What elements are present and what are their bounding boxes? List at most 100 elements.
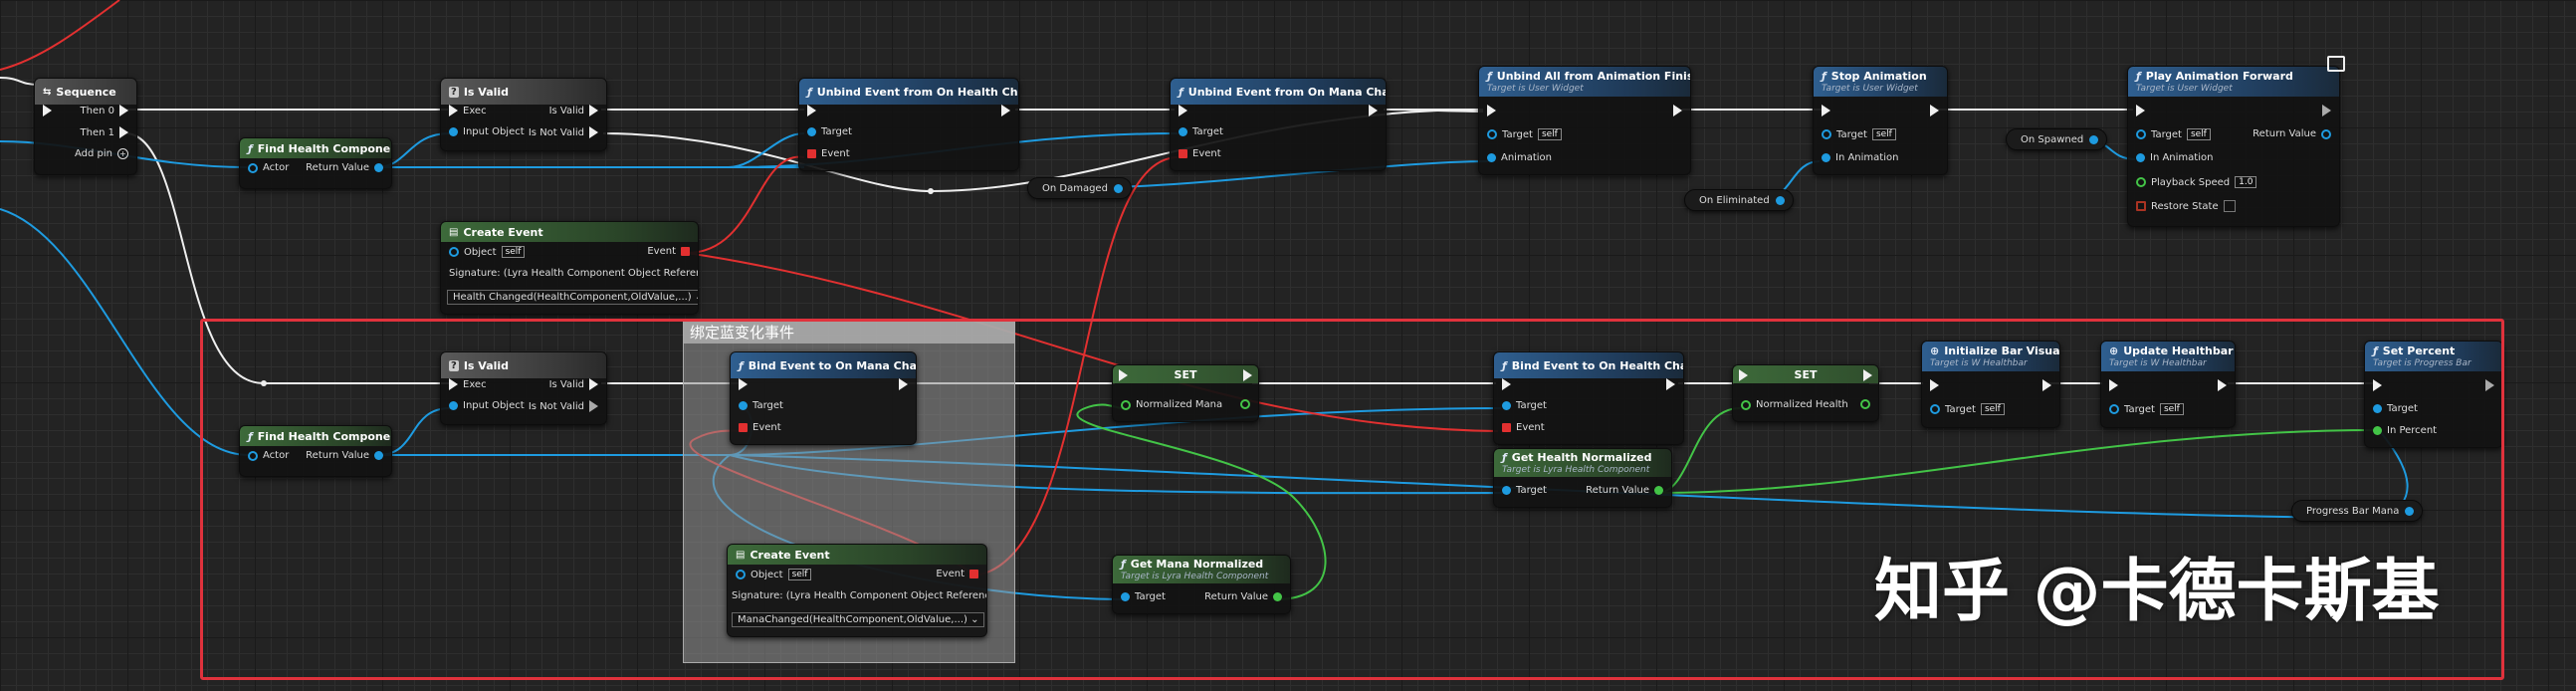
exec-in-pin[interactable] xyxy=(449,378,458,390)
exec-out-pin[interactable] xyxy=(1369,105,1378,116)
in-percent-pin[interactable] xyxy=(2373,426,2382,435)
exec-in-pin[interactable] xyxy=(1119,369,1128,381)
input-object-pin[interactable] xyxy=(449,127,458,136)
return-value-pin[interactable] xyxy=(2321,128,2331,139)
on-eliminated-getter[interactable]: On Eliminated xyxy=(1684,189,1794,211)
exec-out-pin[interactable] xyxy=(899,378,908,390)
exec-in-pin[interactable] xyxy=(43,105,52,116)
exec-in-pin[interactable] xyxy=(807,105,816,116)
is-valid-node[interactable]: ?Is Valid Exec Is Valid Input Object Is … xyxy=(440,351,607,425)
normalized-health-in-pin[interactable] xyxy=(1741,399,1751,410)
function-select[interactable]: Health Changed(HealthComponent,OldValue,… xyxy=(447,290,698,305)
add-pin-button[interactable]: Add pin xyxy=(74,148,112,159)
event-pin[interactable] xyxy=(681,247,690,256)
exec-in-pin[interactable] xyxy=(2373,379,2382,391)
value-pin[interactable] xyxy=(2405,506,2415,516)
playback-speed-field[interactable]: 1.0 xyxy=(2235,176,2257,188)
actor-pin[interactable] xyxy=(248,450,258,461)
normalized-health-out-pin[interactable] xyxy=(1860,399,1870,409)
exec-out-pin[interactable] xyxy=(2322,105,2331,116)
normalized-mana-in-pin[interactable] xyxy=(1121,399,1131,410)
target-pin[interactable] xyxy=(739,401,748,410)
comment-bubble-icon[interactable] xyxy=(2327,56,2345,72)
target-self-field[interactable]: self xyxy=(1871,128,1896,140)
exec-out-pin[interactable] xyxy=(1930,105,1939,116)
return-value-pin[interactable] xyxy=(374,163,383,172)
target-pin[interactable] xyxy=(1502,486,1511,495)
then0-pin[interactable] xyxy=(119,105,128,116)
actor-pin[interactable] xyxy=(248,162,258,173)
target-pin[interactable] xyxy=(807,127,816,136)
is-valid-node[interactable]: ?Is Valid Exec Is Valid Input Object Is … xyxy=(440,78,607,151)
target-pin[interactable] xyxy=(2109,404,2119,414)
value-pin[interactable] xyxy=(1775,195,1785,205)
update-healthbar-node[interactable]: ⊕Update Healthbar Target is W Healthbar … xyxy=(2100,341,2236,428)
exec-in-pin[interactable] xyxy=(1930,379,1939,391)
exec-out-pin[interactable] xyxy=(1666,378,1675,390)
exec-in-pin[interactable] xyxy=(1179,105,1187,116)
object-pin[interactable] xyxy=(449,247,459,257)
exec-in-pin[interactable] xyxy=(1822,105,1830,116)
return-value-pin[interactable] xyxy=(374,451,383,460)
exec-in-pin[interactable] xyxy=(449,105,458,116)
restore-state-pin[interactable] xyxy=(2136,201,2146,211)
event-pin[interactable] xyxy=(969,570,978,578)
function-select[interactable]: ManaChanged(HealthComponent,OldValue,...… xyxy=(732,612,985,627)
is-not-valid-pin[interactable] xyxy=(589,400,598,412)
initialize-bar-visuals-node[interactable]: ⊕Initialize Bar Visuals Target is W Heal… xyxy=(1921,341,2060,428)
target-pin[interactable] xyxy=(1822,129,1831,139)
value-pin[interactable] xyxy=(2089,134,2099,144)
target-pin[interactable] xyxy=(1930,404,1940,414)
set-normalized-health-node[interactable]: SET Normalized Health xyxy=(1732,364,1879,422)
is-not-valid-pin[interactable] xyxy=(589,126,598,138)
target-pin[interactable] xyxy=(1487,129,1497,139)
exec-out-pin[interactable] xyxy=(1673,105,1682,116)
target-pin[interactable] xyxy=(1121,592,1130,601)
in-animation-pin[interactable] xyxy=(1822,153,1830,162)
target-self-field[interactable]: self xyxy=(1980,403,2005,415)
target-self-field[interactable]: self xyxy=(2159,403,2184,415)
exec-out-pin[interactable] xyxy=(1863,369,1872,381)
event-pin[interactable] xyxy=(1502,423,1511,432)
on-spawned-getter[interactable]: On Spawned xyxy=(2006,128,2108,150)
exec-in-pin[interactable] xyxy=(739,378,748,390)
return-value-pin[interactable] xyxy=(1654,486,1663,495)
exec-in-pin[interactable] xyxy=(2109,379,2118,391)
in-animation-pin[interactable] xyxy=(2136,153,2145,162)
object-self-field[interactable]: self xyxy=(501,246,526,258)
event-pin[interactable] xyxy=(807,149,816,158)
target-pin[interactable] xyxy=(2373,404,2382,413)
exec-out-pin[interactable] xyxy=(1001,105,1010,116)
set-normalized-mana-node[interactable]: SET Normalized Mana xyxy=(1112,364,1259,422)
exec-out-pin[interactable] xyxy=(2042,379,2051,391)
event-pin[interactable] xyxy=(1179,149,1187,158)
return-value-pin[interactable] xyxy=(1273,592,1282,601)
progress-bar-mana-getter[interactable]: Progress Bar Mana xyxy=(2291,500,2424,522)
target-self-field[interactable]: self xyxy=(1537,128,1562,140)
target-pin[interactable] xyxy=(1179,127,1187,136)
is-valid-pin[interactable] xyxy=(589,378,598,390)
exec-out-pin[interactable] xyxy=(2485,379,2494,391)
input-object-pin[interactable] xyxy=(449,401,458,410)
exec-in-pin[interactable] xyxy=(2136,105,2145,116)
restore-state-checkbox[interactable] xyxy=(2223,200,2236,212)
on-damaged-getter[interactable]: On Damaged xyxy=(1027,177,1132,199)
target-self-field[interactable]: self xyxy=(2186,128,2211,140)
object-pin[interactable] xyxy=(736,570,746,579)
exec-in-pin[interactable] xyxy=(1502,378,1511,390)
add-pin-icon[interactable]: + xyxy=(117,148,128,159)
exec-out-pin[interactable] xyxy=(2218,379,2227,391)
value-pin[interactable] xyxy=(1113,183,1123,193)
